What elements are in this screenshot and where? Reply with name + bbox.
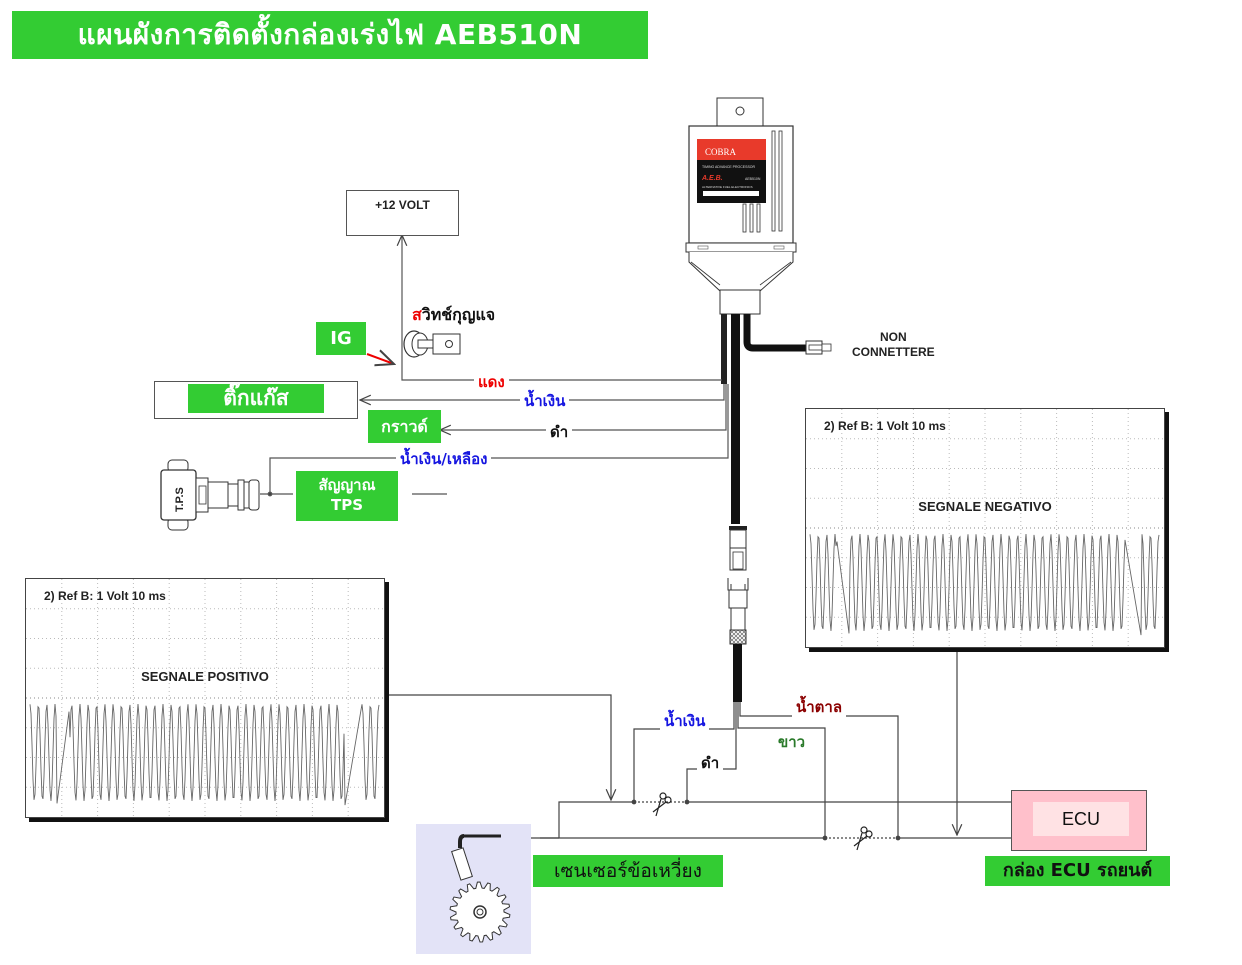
device-logo: A.E.B. xyxy=(701,175,723,182)
wire-blue-yellow xyxy=(269,384,729,494)
key-switch-label-rest: วิทช์กุญแจ xyxy=(421,305,496,324)
device-model: AEB510N xyxy=(745,177,761,181)
wire-label-blue-top: น้ำเงิน xyxy=(520,389,570,413)
key-switch-label-first: ส xyxy=(412,305,422,324)
non-connettere-line1: NON xyxy=(880,330,907,344)
wire-label-black-top: ดำ xyxy=(546,420,573,444)
scissors-icon xyxy=(853,826,873,851)
tps-signal-label: สัญญาณ TPS xyxy=(296,471,398,521)
wire-label-blue-yellow: น้ำเงิน/เหลือง xyxy=(396,447,492,471)
crank-sensor-label: เซนเซอร์ข้อเหวี่ยง xyxy=(533,855,723,887)
scope-negative-waveform xyxy=(806,409,1164,647)
non-connettere-line2: CONNETTERE xyxy=(852,345,935,359)
ground-label: กราวด์ xyxy=(368,410,441,443)
device-subtitle: TIMING ADVANCE PROCESSOR xyxy=(702,165,755,169)
gas-trigger-label: ติ๊กแก๊ส xyxy=(188,384,324,413)
device-tagline: ALTERNATIVE FUEL ELECTRONICS xyxy=(702,185,753,189)
ig-arrow-icon xyxy=(366,354,394,364)
wire-black-top xyxy=(440,384,727,430)
scope-negative-ref: 2) Ref B: 1 Volt 10 ms xyxy=(824,419,946,433)
tps-sensor-icon: T.P.S xyxy=(160,459,260,531)
wire-label-blue-bottom: น้ำเงิน xyxy=(660,709,710,733)
device-mount-hole xyxy=(735,106,745,116)
tps-signal-label-line2: TPS xyxy=(330,496,364,514)
scope-positive-title: SEGNALE POSITIVO xyxy=(141,669,269,684)
ig-label: IG xyxy=(316,322,366,355)
device-label-red-band xyxy=(697,139,766,160)
scope-waveform-line xyxy=(29,703,380,806)
scope-positive-ref: 2) Ref B: 1 Volt 10 ms xyxy=(44,589,166,603)
ecu-caption: กล่อง ECU รถยนต์ xyxy=(985,856,1170,886)
cable-bundle xyxy=(721,314,832,702)
device-label-strip xyxy=(703,191,759,196)
tps-sensor-text: T.P.S xyxy=(174,487,186,512)
device-brand: COBRA xyxy=(705,147,737,157)
tps-signal-label-line1: สัญญาณ xyxy=(318,476,376,494)
ecu-box: ECU xyxy=(1011,790,1147,851)
crank-sensor-panel xyxy=(416,824,531,954)
scope-positive-signal: 2) Ref B: 1 Volt 10 ms SEGNALE POSITIVO xyxy=(25,578,385,818)
wire-label-red: แดง xyxy=(474,370,509,394)
non-connettere-label: NON CONNETTERE xyxy=(852,330,935,360)
wire-red xyxy=(401,338,722,381)
key-switch-label: สวิทช์กุญแจ xyxy=(412,303,495,328)
scope-waveform-line xyxy=(809,533,1160,636)
scissors-icon xyxy=(652,792,672,817)
scope-positive-waveform xyxy=(26,579,384,817)
page-title: แผนผังการติดตั้งกล่องเร่งไฟ AEB510N xyxy=(12,11,648,59)
scope-negative-title: SEGNALE NEGATIVO xyxy=(918,499,1052,514)
crank-sensor-icon xyxy=(449,834,511,943)
lower-wires xyxy=(383,650,1011,841)
upper-wires xyxy=(260,235,729,497)
scope-negative-signal: 2) Ref B: 1 Volt 10 ms SEGNALE NEGATIVO xyxy=(805,408,1165,648)
power-12v-box: +12 VOLT xyxy=(346,190,459,236)
key-switch-icon xyxy=(403,330,461,358)
wire-label-black-bottom: ดำ xyxy=(697,751,724,775)
aeb-device: COBRA TIMING ADVANCE PROCESSOR A.E.B. AE… xyxy=(685,97,797,315)
wire-label-white: ขาว xyxy=(774,730,810,754)
wire-blue-top xyxy=(360,384,725,400)
wire-label-brown: น้ำตาล xyxy=(792,695,847,719)
ecu-inner-label: ECU xyxy=(1033,802,1129,836)
